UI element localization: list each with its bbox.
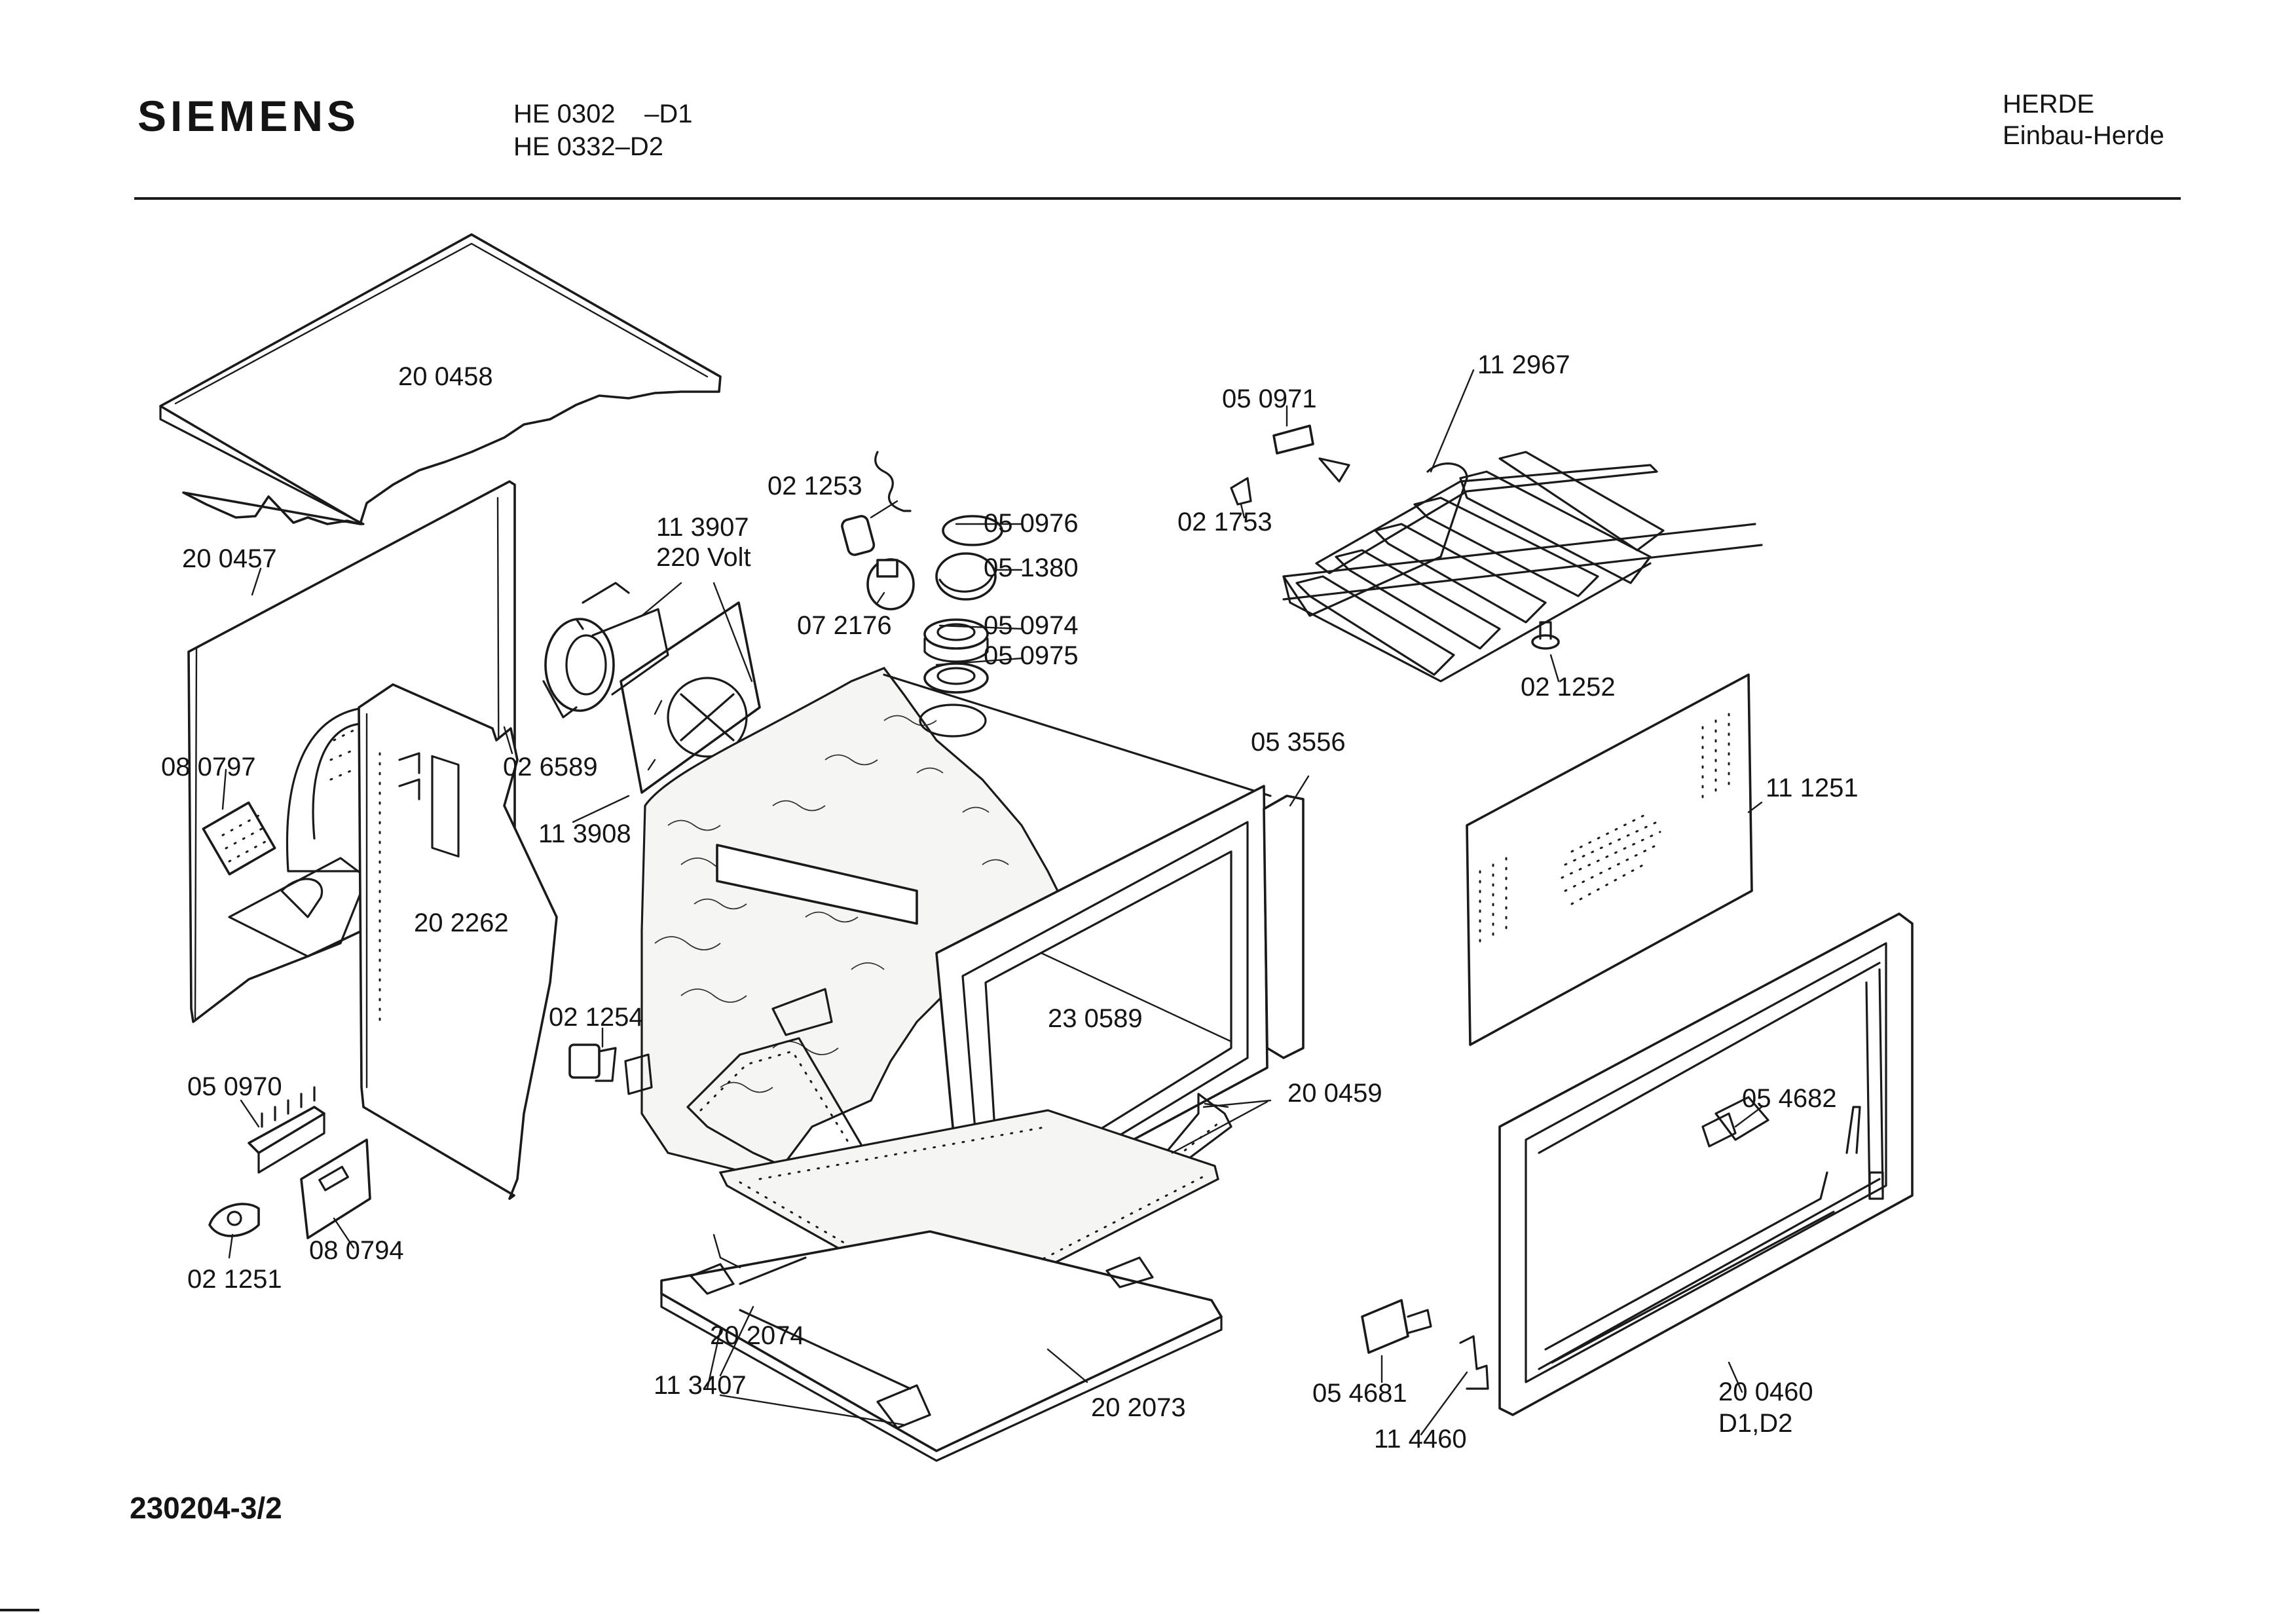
label-top-cover: 20 0458 <box>398 362 493 391</box>
label-lamp-holder: 05 0974 <box>984 611 1079 640</box>
label-switch: 02 1254 <box>549 1003 644 1032</box>
label-connector-plate: 08 0794 <box>309 1236 404 1265</box>
fan-motor-part <box>542 582 761 794</box>
label-lamp-cover: 05 1380 <box>984 554 1079 582</box>
label-fan-bracket: 02 6589 <box>503 753 598 781</box>
label-element-terminal-cover: 05 0971 <box>1222 385 1317 413</box>
label-terminal-block: 05 0970 <box>187 1072 282 1101</box>
label-bottom-insulation: 20 2074 <box>710 1321 805 1350</box>
label-lamp-ring: 05 0976 <box>984 509 1079 538</box>
label-hinge-spring: 11 4460 <box>1374 1425 1467 1454</box>
model-line-2: HE 0332–D2 <box>513 132 663 161</box>
label-element-bracket: 02 1753 <box>1177 508 1272 536</box>
label-lamp-socket: 02 1253 <box>768 472 862 500</box>
callout-labels: 20 0458 20 0457 11 3907 220 Volt 02 1253… <box>161 350 1859 1454</box>
brand-logo: SIEMENS <box>138 92 360 140</box>
cable-clamp-part <box>208 1203 260 1237</box>
label-base-tray-bracket: 11 3407 <box>654 1371 747 1400</box>
top-element-part <box>1282 451 1763 683</box>
label-fan-motor: 11 3907 <box>656 513 749 542</box>
base-tray-part <box>660 1230 1223 1462</box>
label-element-fixing: 02 1252 <box>1521 673 1616 702</box>
label-door-frame-variants: D1,D2 <box>1718 1409 1792 1438</box>
category-subtitle: Einbau-Herde <box>2003 121 2164 150</box>
door-frame-part <box>1498 912 1914 1416</box>
label-front-frame: 05 3556 <box>1251 728 1346 757</box>
switch-part <box>568 1043 653 1095</box>
label-inner-panel: 20 2262 <box>414 909 509 937</box>
terminal-block-part <box>248 1086 325 1174</box>
bottom-insulation-part <box>718 1109 1219 1319</box>
label-back-panel: 11 1251 <box>1766 774 1859 802</box>
inner-panel-part <box>358 683 558 1200</box>
model-line-1: HE 0302 –D1 <box>513 100 693 128</box>
label-door-seal: 20 0459 <box>1287 1079 1382 1108</box>
hinge-part <box>1361 1299 1489 1390</box>
label-hinge-part: 05 4682 <box>1742 1084 1837 1113</box>
category-title: HERDE <box>2003 90 2094 119</box>
top-cover-part <box>159 233 722 525</box>
element-fixing-part <box>1531 621 1560 650</box>
back-panel-part <box>1466 673 1753 1046</box>
label-cable-clamp: 02 1251 <box>187 1265 282 1294</box>
connector-plate-part <box>300 1138 371 1239</box>
label-oven-cavity: 23 0589 <box>1048 1004 1143 1033</box>
label-hinge: 05 4681 <box>1312 1379 1407 1408</box>
drawing-number: 230204-3/2 <box>130 1491 282 1525</box>
label-lamp-bulb: 07 2176 <box>797 611 892 640</box>
label-fan-blade: 11 3908 <box>538 819 631 848</box>
label-lamp-seal: 05 0975 <box>984 641 1079 670</box>
label-insulation-side: 08 0797 <box>161 753 256 781</box>
lamp-assembly-part <box>841 451 1003 738</box>
label-side-panel-left: 20 0457 <box>182 544 277 573</box>
label-door-frame: 20 0460 <box>1718 1378 1813 1406</box>
label-top-element: 11 2967 <box>1477 350 1570 379</box>
element-bracket-part <box>1230 477 1252 506</box>
leader-lines <box>221 369 1763 1436</box>
label-base-tray: 20 2073 <box>1091 1393 1186 1422</box>
label-fan-motor-voltage: 220 Volt <box>656 543 751 572</box>
element-terminal-cover-part <box>1272 424 1314 455</box>
